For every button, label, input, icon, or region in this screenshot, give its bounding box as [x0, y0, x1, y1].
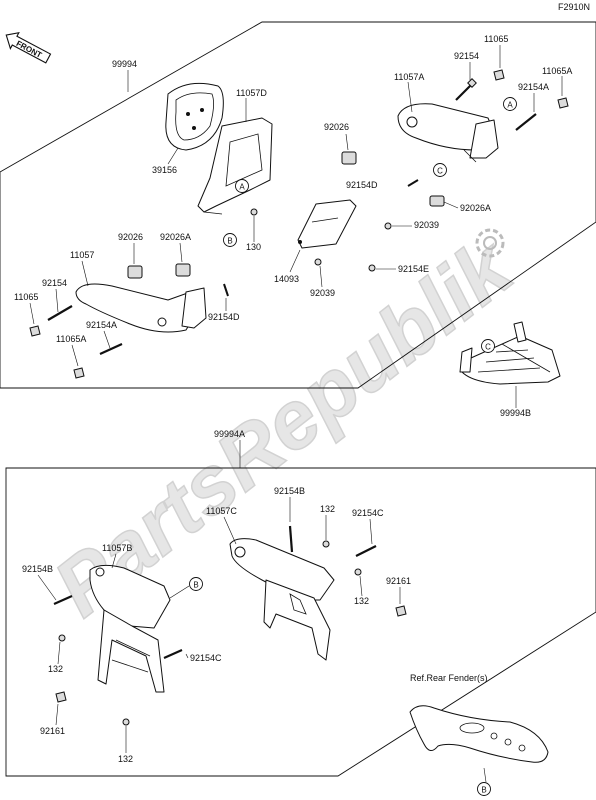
callout-c-1: C: [433, 163, 447, 177]
kit-number-bottom: 99994A: [214, 429, 245, 439]
label-11065A-left: 11065A: [56, 334, 86, 344]
bolt-92154A-top: [515, 113, 537, 131]
nut-92161-left: [55, 691, 67, 703]
label-11065-top: 11065: [484, 34, 508, 44]
nut-11065A-left: [73, 367, 85, 379]
callout-a-2: A: [503, 97, 517, 111]
backrest-frame: [197, 117, 273, 215]
label-92026-left: 92026: [118, 232, 143, 242]
nut-11065-top: [493, 69, 505, 81]
svg-text:B: B: [227, 237, 232, 246]
callout-a-1: A: [235, 179, 249, 193]
label-11057D: 11057D: [236, 88, 267, 98]
label-92154A-left: 92154A: [86, 320, 117, 330]
label-92026A-left: 92026A: [160, 232, 191, 242]
callout-b-3: B: [477, 782, 491, 796]
label-92026-top: 92026: [324, 122, 349, 132]
label-132-bottom: 132: [118, 754, 133, 764]
svg-text:B: B: [193, 581, 198, 590]
label-99994B: 99994B: [500, 408, 531, 418]
callout-c-2: C: [481, 339, 495, 353]
bolt-92154A-left: [99, 342, 123, 356]
label-92154-top: 92154: [454, 51, 479, 61]
spacer-92026A-top: [429, 195, 445, 207]
spacer-92026-top: [341, 151, 357, 165]
nut-11065A: [557, 97, 569, 109]
label-14093: 14093: [274, 274, 299, 284]
label-132-left: 132: [48, 664, 63, 674]
screw-132-bottom: [122, 718, 130, 726]
spacer-92026-left: [127, 265, 143, 279]
label-11065A: 11065A: [542, 66, 572, 76]
svg-text:A: A: [239, 183, 245, 192]
luggage-rack: [459, 321, 561, 385]
screw-92039-left: [314, 258, 322, 266]
label-11057: 11057: [70, 250, 94, 260]
label-92154E: 92154E: [398, 264, 429, 274]
ref-note: Ref.Rear Fender(s): [410, 673, 488, 683]
label-92154-left: 92154: [42, 278, 67, 288]
bolt-92154C-top: [355, 545, 377, 557]
label-92154B-top: 92154B: [274, 486, 305, 496]
label-11057B: 11057B: [102, 543, 132, 553]
label-92154C-top: 92154C: [352, 508, 384, 518]
screw-92154E: [368, 264, 376, 272]
side-plate-left: [75, 283, 207, 333]
svg-text:B: B: [481, 786, 486, 795]
label-92039-right: 92039: [414, 220, 439, 230]
label-92154D-top: 92154D: [346, 180, 378, 190]
svg-text:C: C: [437, 167, 443, 176]
bracket-11057B: [89, 564, 171, 693]
bottom-assembly-frame: [5, 467, 596, 777]
label-92161-left: 92161: [40, 726, 65, 736]
screw-132-mid: [354, 568, 362, 576]
label-39156: 39156: [152, 165, 177, 175]
bolt-92154-top: [455, 78, 477, 101]
label-132-top: 132: [320, 504, 335, 514]
bolt-92154D-top: [407, 179, 419, 187]
label-92154A-top: 92154A: [518, 82, 549, 92]
screw-130: [250, 208, 258, 216]
label-11065-left: 11065: [14, 292, 38, 302]
rear-fender: [409, 705, 549, 763]
mount-bracket: [297, 199, 357, 249]
label-132-mid: 132: [354, 596, 369, 606]
svg-text:A: A: [507, 101, 513, 110]
bolt-92154B-top: [288, 525, 294, 553]
kit-number-top: 99994: [112, 59, 137, 69]
label-92154D-left: 92154D: [208, 312, 240, 322]
callout-b-2: B: [189, 577, 203, 591]
label-92161-right: 92161: [386, 576, 411, 586]
side-plate-right: [397, 103, 499, 163]
spacer-92026A-left: [175, 263, 191, 277]
label-92026A-top: 92026A: [460, 203, 491, 213]
label-92154C-left: 92154C: [190, 653, 222, 663]
screw-132-top: [322, 540, 330, 548]
svg-text:C: C: [485, 343, 491, 352]
bolt-92154-left: [47, 305, 73, 321]
bolt-92154D-left: [223, 283, 229, 297]
nut-92161-right: [395, 605, 407, 617]
top-assembly-frame: [0, 21, 596, 389]
nut-11065-left: [29, 325, 41, 337]
label-92154B-left: 92154B: [22, 564, 53, 574]
bolt-92154B-left: [53, 594, 73, 606]
label-92039-left: 92039: [310, 288, 335, 298]
figure-code: F2910N: [558, 2, 590, 12]
front-arrow-icon: FRONT: [5, 31, 52, 64]
screw-92039-right: [384, 222, 392, 230]
bracket-11057C: [229, 538, 335, 661]
label-130: 130: [246, 242, 261, 252]
label-11057C: 11057C: [206, 506, 237, 516]
label-11057A: 11057A: [394, 72, 424, 82]
callout-b-1: B: [223, 233, 237, 247]
bolt-92154C-left: [163, 648, 183, 660]
screw-132-left: [58, 634, 66, 642]
gear-watermark-icon: [475, 228, 505, 258]
backrest-pad: [165, 82, 224, 151]
